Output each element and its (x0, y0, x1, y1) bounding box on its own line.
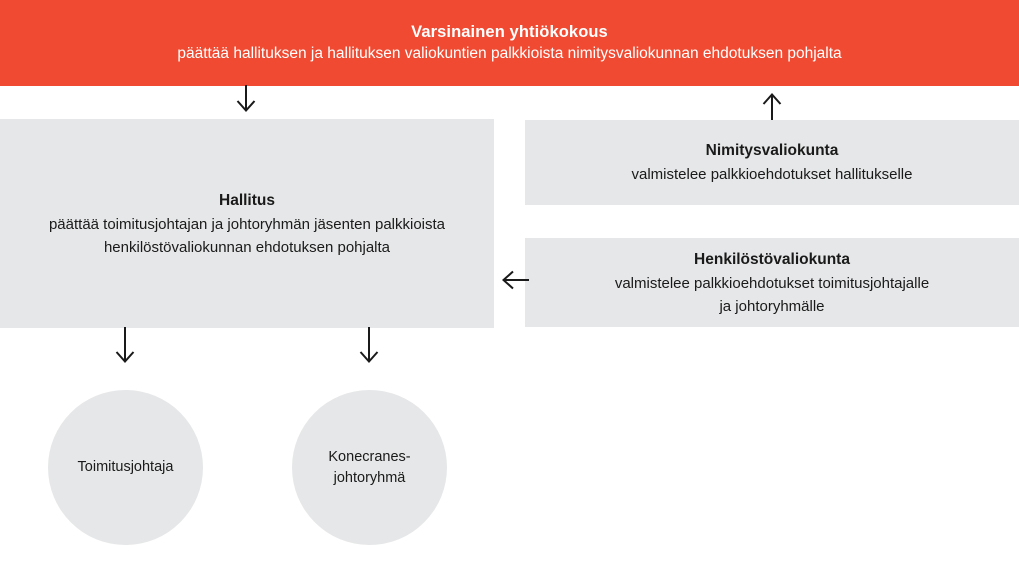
box-line-henkilostovaliokunta-1: valmistelee palkkioehdotukset toimitusjo… (614, 274, 930, 292)
box-line-hallitus-2: henkilöstövaliokunnan ehdotuksen pohjalt… (103, 238, 391, 256)
ceo-circle: Toimitusjohtaja (48, 390, 203, 545)
box-title-nimitysvaliokunta: Nimitysvaliokunta (705, 142, 839, 159)
circle-label-johtoryhma: Konecranes- johtoryhmä (328, 447, 410, 489)
box-title-henkilostovaliokunta: Henkilöstövaliokunta (694, 250, 850, 268)
circle-label-toimitusjohtaja: Toimitusjohtaja (77, 459, 174, 475)
personnel-committee-box: Henkilöstövaliokunta valmistelee palkkio… (525, 238, 1019, 327)
box-line-nimitysvaliokunta-1: valmistelee palkkioehdotukset hallitukse… (631, 166, 913, 183)
arrow-up-icon (756, 90, 788, 127)
banner-subtitle: päättää hallituksen ja hallituksen valio… (177, 45, 842, 62)
leadership-team-circle: Konecranes- johtoryhmä (292, 390, 447, 545)
circle-label-johtoryhma-line1: Konecranes- (328, 448, 411, 465)
banner-title: Varsinainen yhtiökokous (411, 23, 608, 41)
arrow-down-icon (110, 326, 140, 371)
nomination-committee-box: Nimitysvaliokunta valmistelee palkkioehd… (525, 120, 1019, 205)
box-line-hallitus-1: päättää toimitusjohtajan ja johtoryhmän … (48, 215, 446, 233)
arrow-down-icon (354, 326, 384, 371)
box-line-henkilostovaliokunta-2: ja johtoryhmälle (719, 297, 825, 315)
arrow-left-icon (496, 265, 530, 300)
board-of-directors-box: Hallitus päättää toimitusjohtajan ja joh… (0, 119, 494, 328)
annual-general-meeting-banner: Varsinainen yhtiökokous päättää hallituk… (0, 0, 1019, 86)
box-title-hallitus: Hallitus (219, 191, 275, 209)
circle-label-johtoryhma-line2: johtoryhmä (333, 469, 406, 486)
arrow-down-icon (230, 84, 262, 121)
